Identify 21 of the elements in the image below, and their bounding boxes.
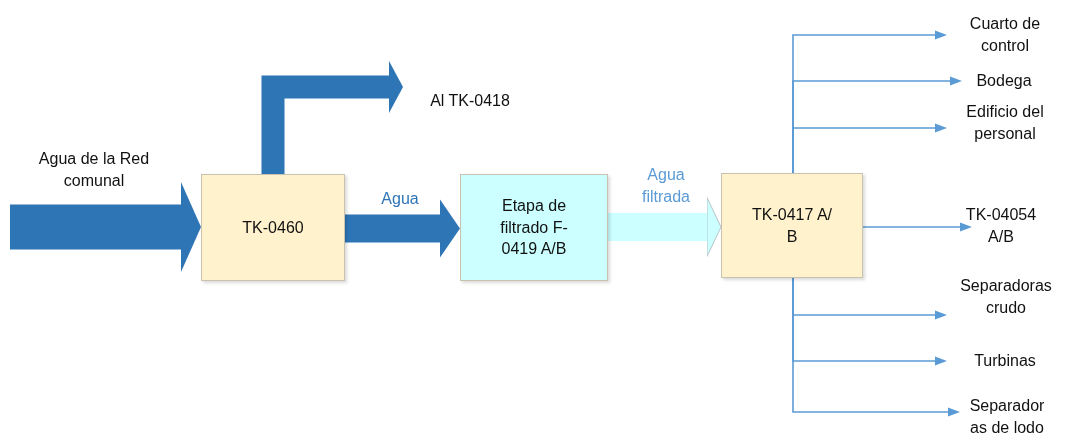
arrow bbox=[792, 277, 960, 417]
block-arrow bbox=[261, 61, 403, 174]
edge-label: Agua de la Red comunal bbox=[37, 149, 151, 191]
edge-label: Agua bbox=[380, 189, 420, 209]
destination-label: Bodega bbox=[962, 68, 1046, 94]
destination-label: Edificio del personal bbox=[947, 96, 1063, 150]
block-arrow bbox=[10, 182, 201, 272]
destination-label: Al TK-0418 bbox=[405, 86, 535, 116]
filter-stage-box: Etapa de filtrado F- 0419 A/B bbox=[460, 174, 608, 281]
block-arrow bbox=[608, 197, 722, 257]
destination-label: Cuarto de control bbox=[947, 8, 1063, 62]
tank-box: TK-0460 bbox=[201, 174, 345, 281]
destination-label: Separador as de lodo bbox=[960, 392, 1054, 442]
block-arrow bbox=[345, 199, 460, 258]
arrow bbox=[862, 222, 972, 232]
arrow bbox=[792, 123, 947, 174]
destination-label: Separadoras crudo bbox=[947, 270, 1065, 324]
destination-label: TK-04054 A/B bbox=[960, 199, 1042, 253]
tank-box: TK-0417 A/ B bbox=[721, 173, 863, 278]
edge-label: Agua filtrada bbox=[641, 165, 691, 207]
destination-label: Turbinas bbox=[947, 348, 1063, 374]
